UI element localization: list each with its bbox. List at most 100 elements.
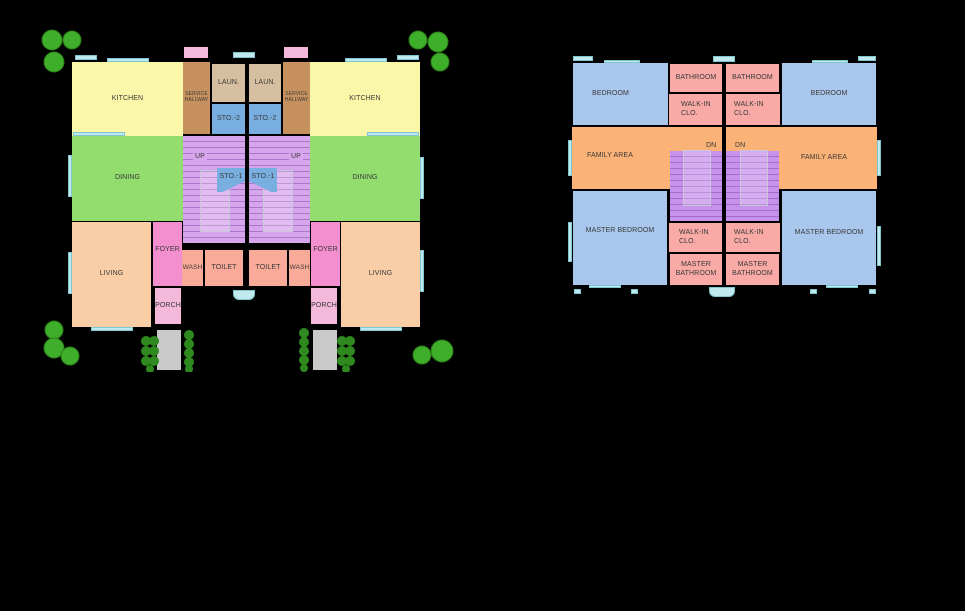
walkin-bottom-right-label: WALK-IN CLO. [734,229,764,245]
stair-rail-left [683,150,711,206]
service-hallway-left-label: SERVICE HALLWAY [184,91,209,103]
up-left-label: UP [193,153,207,162]
window [574,289,581,294]
window-center-bottom [233,290,255,300]
ground-floor-plan: KITCHEN KITCHEN SERVICE HALLWAY SERVICE … [0,0,470,375]
storage2-left-label: STO.-2 [216,114,241,122]
living-left: LIVING [72,222,151,327]
window [420,157,424,199]
walkin-top-right-label: WALK-IN CLO. [734,101,764,117]
window [68,155,72,197]
walkin-top-left-label: WALK-IN CLO. [681,101,711,117]
kitchen-right: KITCHEN [310,62,420,136]
porch-right: PORCH [311,288,337,324]
toilet-left: TOILET [205,250,243,286]
window [713,56,735,62]
bathroom-left: BATHROOM [670,64,722,92]
service-hallway-left: SERVICE HALLWAY [183,62,210,134]
window [631,289,638,294]
window [812,60,848,63]
laundry-left-label: LAUN. [217,78,240,86]
toilet-left-label: TOILET [211,263,237,271]
bedroom-left: BEDROOM [573,63,668,125]
tree-icon [43,320,80,366]
stair-rail-right [740,150,768,206]
dn-left-label: DN [706,142,717,149]
window [233,52,255,58]
window [91,327,133,331]
laundry-right: LAUN. [249,64,281,102]
storage2-right: STO.-2 [249,104,281,134]
porch-left: PORCH [155,288,181,324]
porch-right-label: PORCH [311,301,337,309]
window [73,132,125,136]
window [360,327,402,331]
walkin-closet-top-right: WALK-IN CLO. [726,94,780,125]
tree-icon [412,339,454,365]
dining-right-label: DINING [352,174,378,182]
storage2-right-label: STO.-2 [253,114,277,122]
master-bedroom-left: MASTER BEDROOM [573,191,667,285]
family-right-label: FAMILY AREA [801,153,847,161]
hedge-icon [184,330,194,372]
upper-stairs-right [726,151,779,221]
foyer-right-label: FOYER [313,245,338,253]
window [573,56,593,61]
window [345,58,387,62]
dining-left-label: DINING [114,174,141,182]
porch-left-label: PORCH [155,301,181,309]
master-bathroom-right: MASTER BATHROOM [726,254,779,285]
toilet-right-label: TOILET [255,263,281,271]
walkin-closet-top-left: WALK-IN CLO. [669,94,722,125]
tree-icon [41,29,82,73]
storage1-left-label: STO.-1 [219,172,243,180]
window [107,58,149,62]
window [75,55,97,60]
window [810,289,817,294]
up-right-label: UP [289,153,303,162]
hedge-icon [141,336,159,372]
hedge-icon [337,336,355,372]
bathroom-left-label: BATHROOM [675,73,717,81]
window [568,222,572,262]
tree-icon [408,30,450,72]
walkin-bottom-left-label: WALK-IN CLO. [679,229,709,245]
bedroom-right-label: BEDROOM [810,89,848,97]
kitchen-left: KITCHEN [72,62,183,136]
wash-left-label: WASH [182,264,203,272]
living-left-label: LIVING [99,270,124,278]
master-bedroom-right: MASTER BEDROOM [782,191,876,285]
vent-left [184,47,208,58]
bedroom-right: BEDROOM [782,63,876,125]
window [568,140,572,176]
walkin-closet-bottom-right: WALK-IN CLO. [726,223,780,252]
window [877,140,881,176]
service-hallway-right-label: SERVICE HALLWAY [284,91,309,103]
walkway-left [157,330,181,370]
storage2-left: STO.-2 [212,104,245,134]
foyer-left-label: FOYER [155,245,180,253]
wash-left: WASH [182,250,203,286]
window [877,226,881,266]
kitchen-right-label: KITCHEN [349,94,381,102]
master-bath-left-label: MASTER BATHROOM [675,261,717,277]
toilet-right: TOILET [249,250,287,286]
laundry-left: LAUN. [212,64,245,102]
window [420,250,424,292]
walkin-closet-bottom-left: WALK-IN CLO. [669,223,722,252]
kitchen-left-label: KITCHEN [111,94,144,102]
storage1-right-label: STO.-1 [251,172,275,180]
walkway-right [313,330,337,370]
bedroom-left-label: BEDROOM [592,89,629,97]
window [858,56,876,61]
master-bedroom-left-label: MASTER BEDROOM [585,226,655,234]
wash-right-label: WASH [289,264,310,272]
vent-right [284,47,308,58]
master-bathroom-left: MASTER BATHROOM [670,254,722,285]
bathroom-right-label: BATHROOM [732,73,773,81]
window [826,285,858,288]
wash-right: WASH [289,250,310,286]
master-bedroom-right-label: MASTER BEDROOM [794,228,864,236]
window [709,287,735,297]
